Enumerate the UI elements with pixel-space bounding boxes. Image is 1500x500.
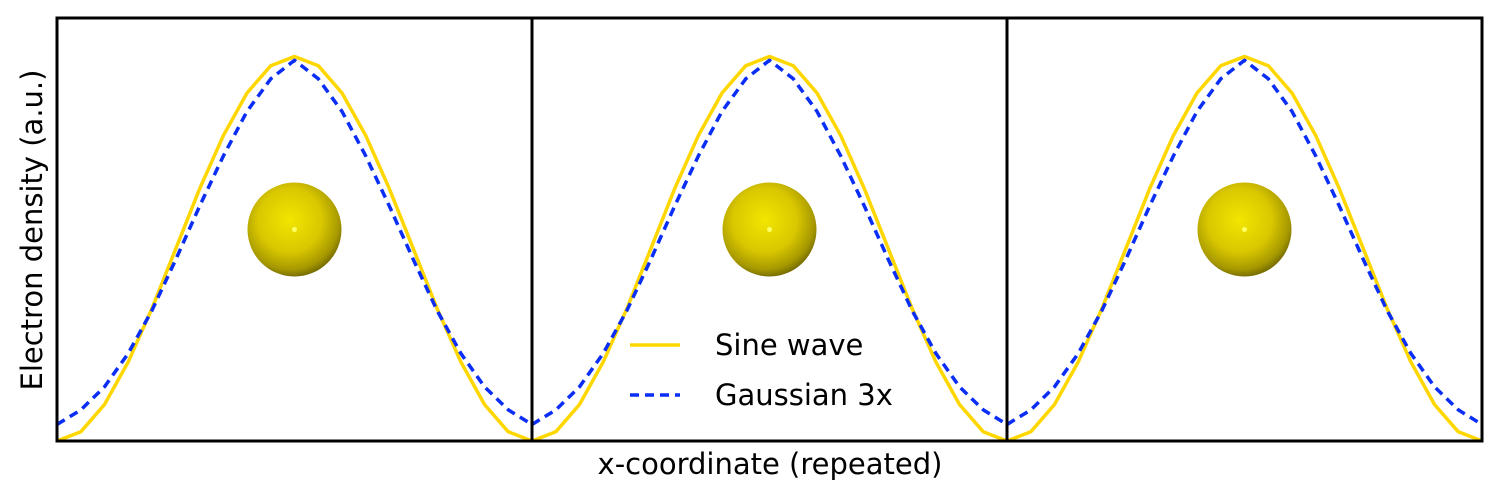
legend-label-gaussian-3x: Gaussian 3x xyxy=(715,378,893,412)
series-line-sine-wave-cell-1 xyxy=(56,54,533,443)
series-line-gaussian-3x-cell-3 xyxy=(1006,58,1483,426)
legend-label-sine-wave: Sine wave xyxy=(715,328,863,362)
plot-frame xyxy=(55,16,1484,443)
series-line-sine-wave-cell-2 xyxy=(531,54,1008,443)
frame-layer xyxy=(55,16,1484,443)
series-layer xyxy=(56,54,1483,443)
x-axis-label: x-coordinate (repeated) xyxy=(598,447,943,481)
series-line-gaussian-3x-cell-2 xyxy=(531,58,1008,426)
atom-center-dot-3 xyxy=(1242,227,1247,232)
series-line-gaussian-3x-cell-1 xyxy=(56,58,533,426)
series-line-sine-wave-cell-3 xyxy=(1006,54,1483,443)
atom-layer xyxy=(247,182,1292,277)
legend: Sine wave Gaussian 3x xyxy=(630,328,893,412)
y-axis-label: Electron density (a.u.) xyxy=(15,70,49,391)
atom-center-dot-1 xyxy=(292,227,297,232)
atom-center-dot-2 xyxy=(767,227,772,232)
